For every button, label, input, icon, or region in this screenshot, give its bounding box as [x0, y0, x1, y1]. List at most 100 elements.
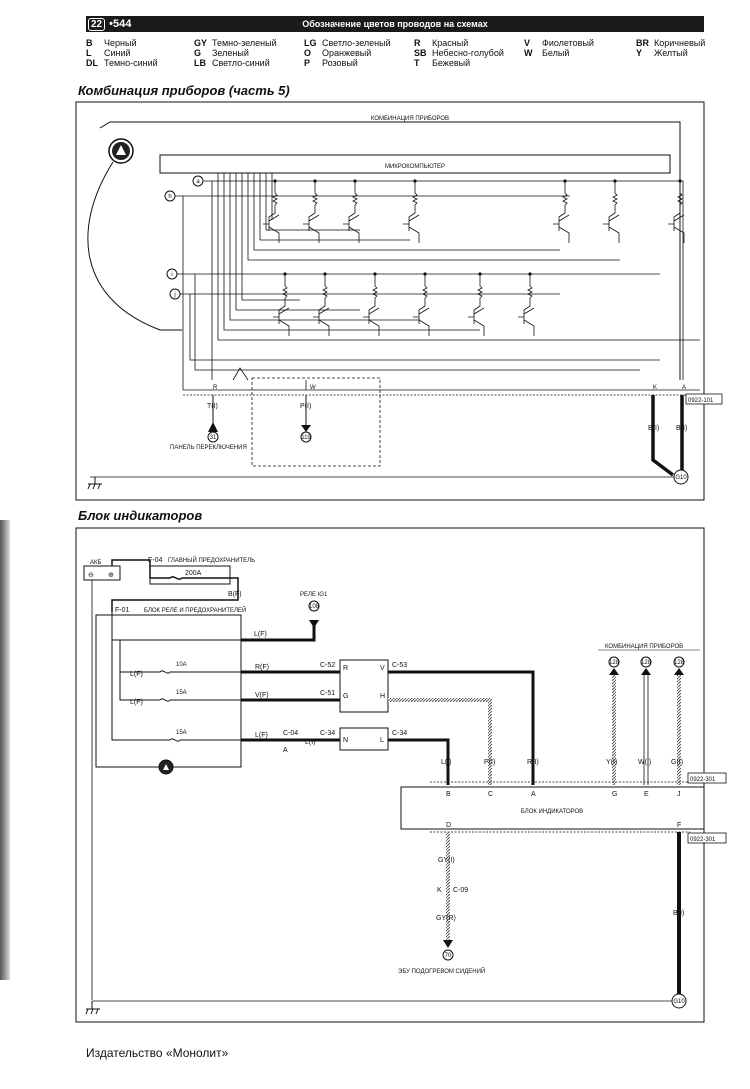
- wire-GYI-label: GY(I): [438, 857, 455, 864]
- legend-color-name: Коричневый: [654, 38, 706, 48]
- ind-pin-E: E: [644, 791, 649, 798]
- transistor: [363, 272, 380, 336]
- box1-pin-R: R: [343, 665, 348, 672]
- legend-code: L: [86, 48, 92, 58]
- legend-color-name: Светло-синий: [212, 58, 270, 68]
- ground-G10-top-label: G10: [675, 475, 687, 481]
- wire-R-out: [388, 670, 535, 785]
- legend-color-name: Фиолетовый: [542, 38, 594, 48]
- seat-ecu-label: ЭБУ ПОДОГРЕВОМ СИДЕНИЙ: [398, 967, 485, 975]
- svg-text:128: 128: [674, 660, 685, 666]
- connector-0922-301-top-label: 0922-301: [690, 777, 716, 783]
- wire-L-label: L(I): [441, 759, 452, 766]
- ind-pin-B: B: [446, 791, 451, 798]
- wire-B1: [651, 395, 675, 477]
- cluster-label: КОМБИНАЦИЯ ПРИБОРОВ: [371, 116, 449, 122]
- main-fuse-name: ГЛАВНЫЙ ПРЕДОХРАНИТЕЛЬ: [168, 556, 255, 564]
- connector-0922-301-bottom: [687, 832, 727, 844]
- pin-h: h: [164, 190, 176, 202]
- wire-P-out: [388, 698, 492, 785]
- battery: АКБ ⊖ ⊕: [83, 560, 121, 581]
- wire-GYR-label: GY(R): [436, 915, 456, 922]
- ind-pin-G: G: [612, 791, 617, 798]
- svg-text:h: h: [168, 194, 171, 200]
- svg-text:128: 128: [609, 660, 620, 666]
- wire-T-label: T(I): [207, 403, 218, 410]
- section1-frame: [75, 101, 705, 501]
- wire-VF-label: V(F): [255, 692, 269, 699]
- transistor: [313, 272, 330, 336]
- transistor: [668, 179, 685, 243]
- relay-block: [95, 614, 242, 768]
- wire-LF2-label: L(F): [130, 699, 143, 706]
- arrow-108: [309, 620, 319, 628]
- section2-title: Блок индикаторов: [78, 508, 203, 523]
- header-title: Обозначение цветов проводов на схемах: [302, 19, 488, 29]
- legend-color-name: Белый: [542, 48, 570, 58]
- transistors-top-row: [263, 179, 685, 243]
- pin-j: j: [169, 288, 181, 300]
- ref-70-label: 70: [445, 953, 452, 959]
- ref-31: [207, 431, 219, 443]
- legend-code: DL: [86, 58, 98, 68]
- wire-P-label: P(I): [300, 403, 311, 410]
- legend-code: R: [414, 38, 421, 48]
- svg-text:j: j: [173, 292, 175, 298]
- wire-P2-label: P(I): [484, 759, 495, 766]
- ref-128-b: 128: [640, 656, 652, 675]
- legend-code: O: [304, 48, 312, 58]
- page-number-prefix: •: [109, 18, 113, 30]
- transistor: [518, 272, 535, 336]
- transistor: [303, 179, 320, 243]
- relay-block-id: F-01: [115, 607, 130, 614]
- legend-code: GY: [194, 38, 208, 48]
- pin-R-label: R: [213, 385, 218, 391]
- chassis-ground-top: [87, 477, 102, 490]
- main-fuse-id: F-04: [148, 557, 163, 564]
- ind-pin-D: D: [446, 822, 451, 829]
- wire-LF1-label: L(F): [130, 671, 143, 678]
- microcomputer-box: [159, 154, 671, 174]
- wire-LI-label: L(I): [305, 739, 316, 746]
- ind-pin-F: F: [677, 822, 681, 829]
- legend-code: T: [414, 58, 420, 68]
- svg-text:i: i: [171, 272, 172, 278]
- ground-G10-bottom-label: G10: [673, 999, 685, 1005]
- legend-code: B: [86, 38, 93, 48]
- ground-wire-curve: [87, 161, 182, 331]
- wire-LF-top: [241, 620, 316, 642]
- connector-C09: C-09: [453, 887, 468, 894]
- legend-code: W: [524, 48, 533, 58]
- wire-L-out: [388, 738, 450, 785]
- legend-color-name: Светло-зеленый: [322, 38, 391, 48]
- box2-pin-N: N: [343, 737, 348, 744]
- ref-108-label: 108: [309, 604, 320, 610]
- internal-bus-lines: [175, 173, 700, 391]
- legend-code: G: [194, 48, 202, 58]
- arrow-119: [301, 425, 311, 432]
- ref-70: [442, 949, 454, 961]
- box2-pin-L: L: [380, 737, 384, 744]
- transistor: [263, 179, 280, 243]
- svg-text:АКБ: АКБ: [90, 560, 101, 566]
- connector-C04-pin: A: [283, 747, 288, 754]
- wire-Y-label: Y(I): [606, 759, 617, 766]
- battery-plus-wire: [111, 559, 150, 566]
- relay-block-internal: [111, 612, 241, 742]
- transistor: [468, 272, 485, 336]
- indicator-block-label: БЛОК ИНДИКАТОРОВ: [521, 809, 583, 815]
- chapter-number: 22: [88, 17, 106, 31]
- wire-RF-label: R(F): [255, 664, 269, 671]
- connector-C34b: C-34: [392, 730, 407, 737]
- svg-text:⊕: ⊕: [108, 572, 114, 579]
